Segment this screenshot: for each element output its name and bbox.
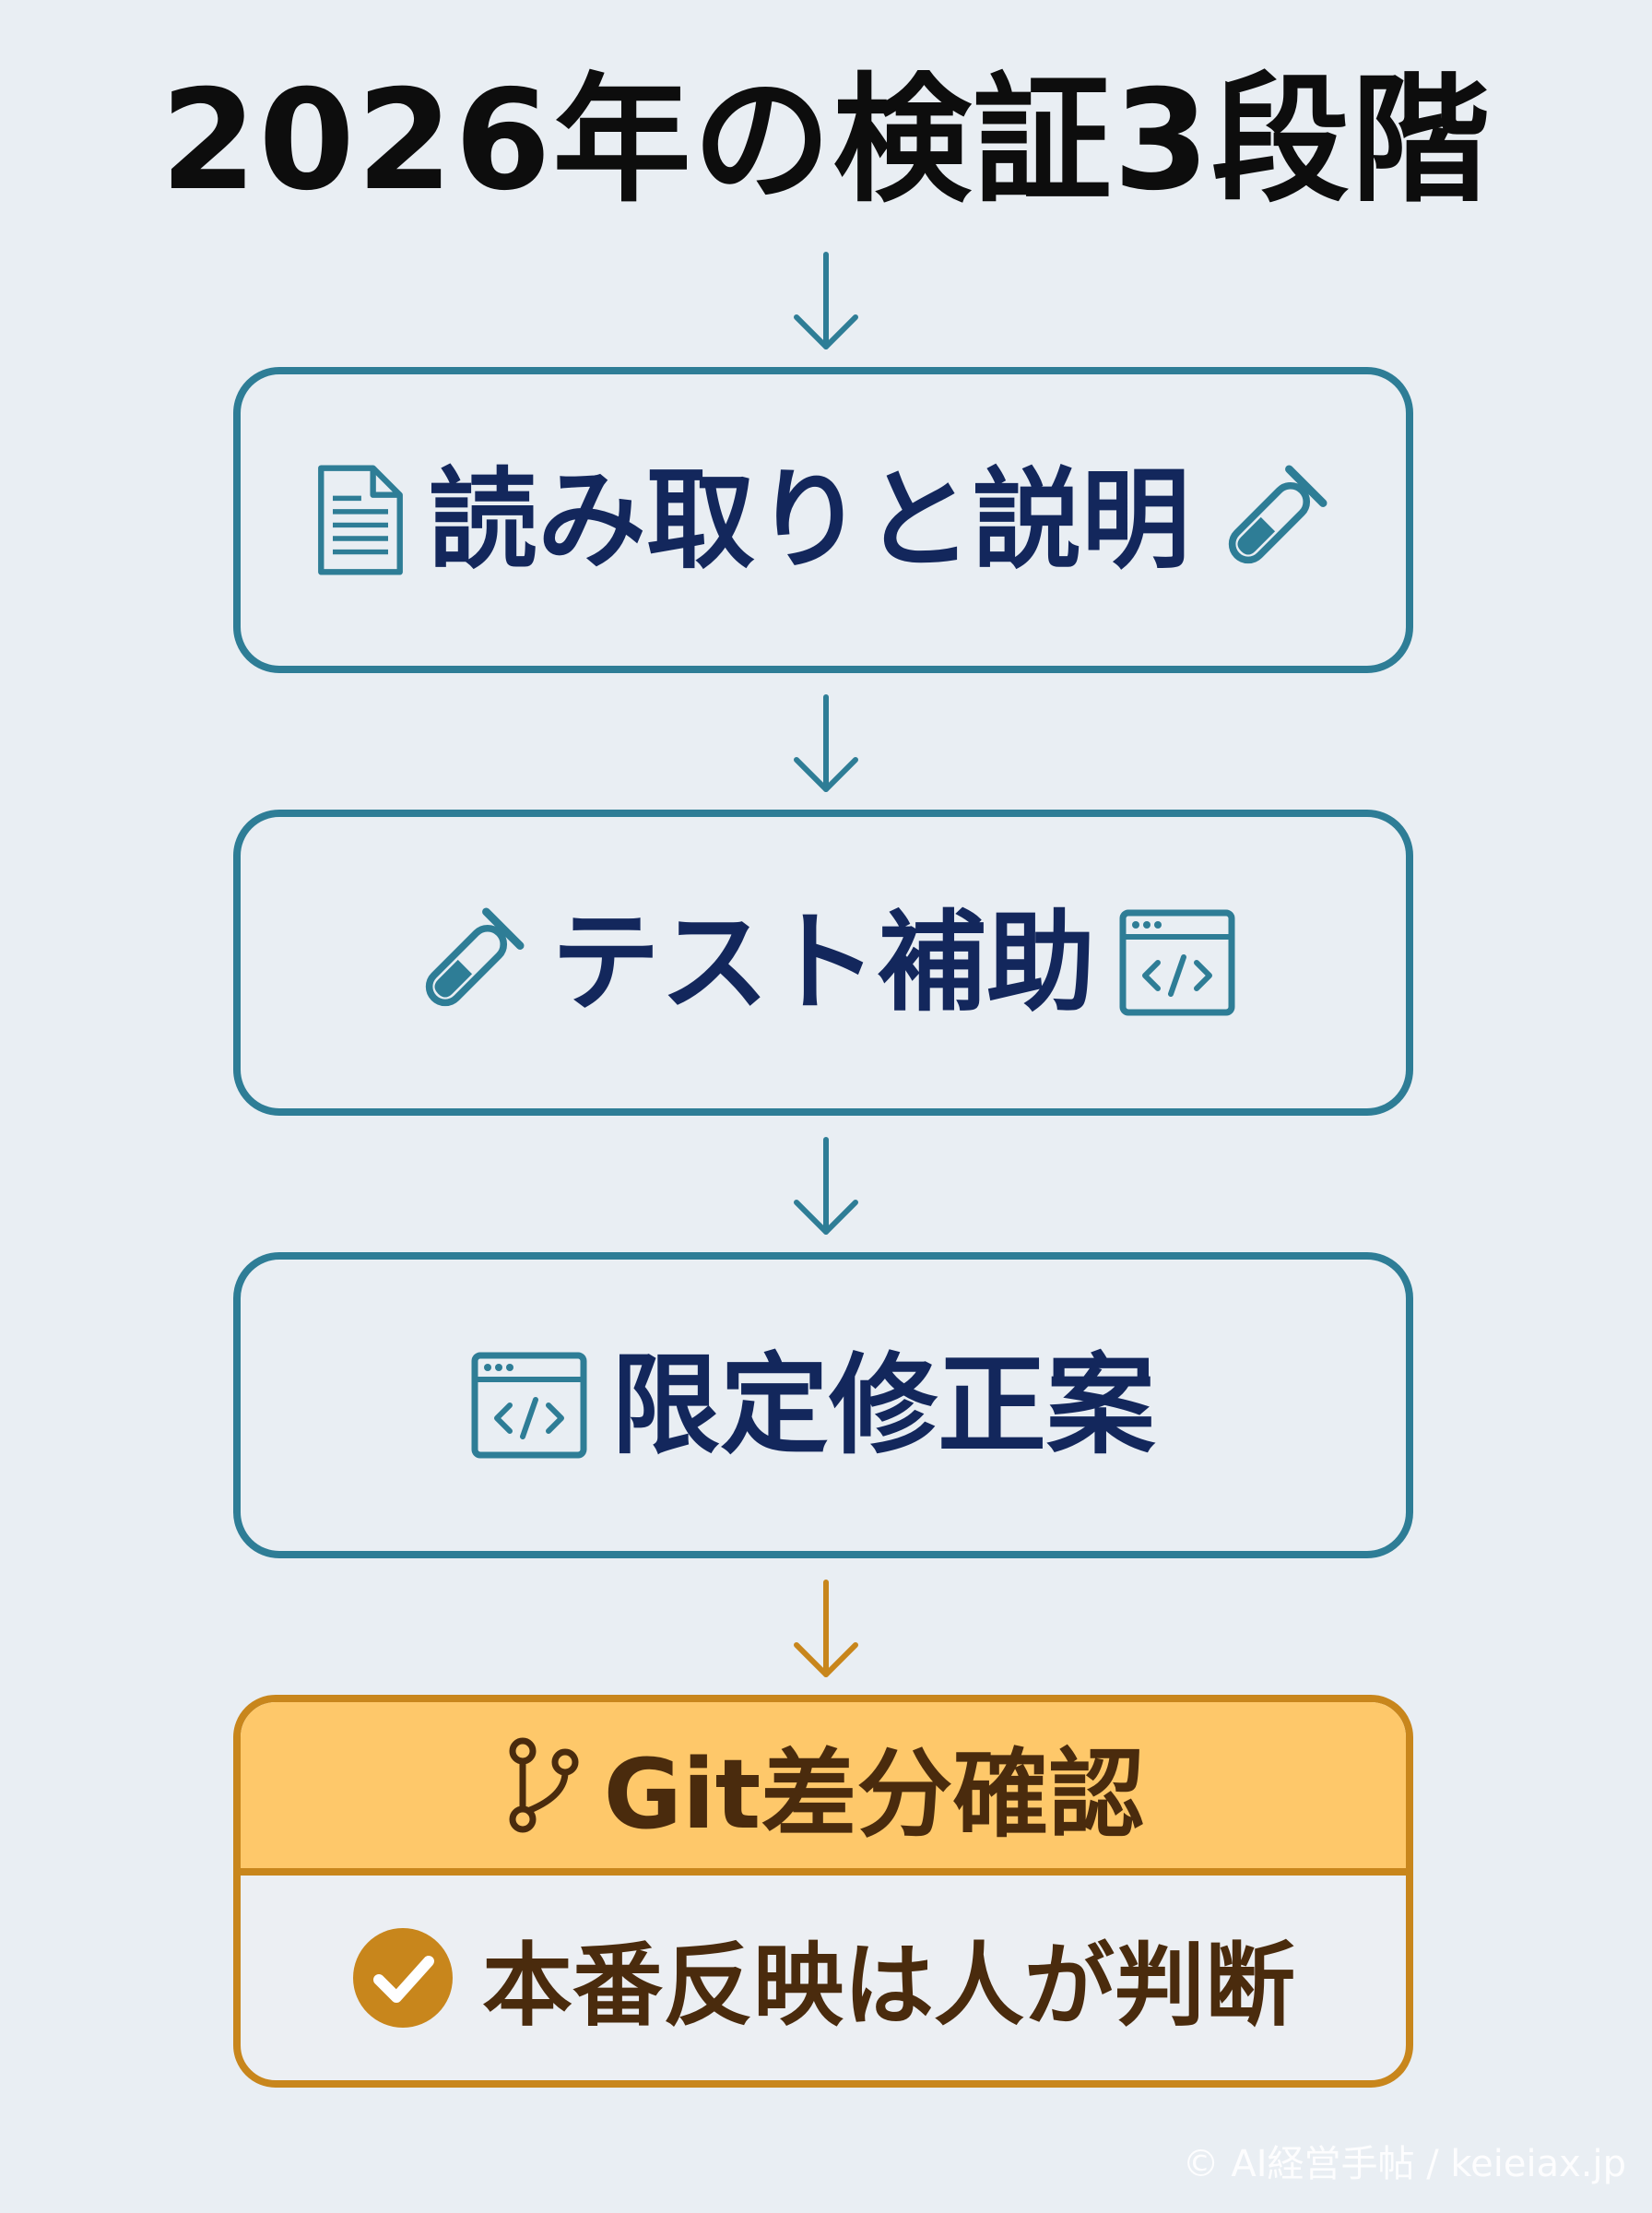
- test-tube-icon: [409, 903, 529, 1023]
- code-window-icon: [1117, 907, 1237, 1018]
- arrow-down-icon: [789, 251, 863, 354]
- human-decision-label: 本番反映は人が判断: [481, 1934, 1295, 2039]
- copyright-credit: © AI経営手帖 / keieiax.jp: [1182, 2143, 1626, 2185]
- step-box-read: 読み取りと説明: [233, 367, 1413, 673]
- human-decision-row: 本番反映は人が判断: [241, 1876, 1406, 2080]
- arrow-down-icon: [789, 693, 863, 797]
- git-diff-label: Git差分確認: [603, 1737, 1145, 1851]
- document-icon: [314, 460, 407, 580]
- step-label-test: テスト補助: [550, 899, 1095, 1026]
- step-label-read: 読み取りと説明: [428, 456, 1190, 584]
- step-box-test: テスト補助: [233, 810, 1413, 1116]
- git-diff-header: Git差分確認: [241, 1702, 1406, 1876]
- step-box-fix: 限定修正案: [233, 1252, 1413, 1558]
- code-window-icon: [469, 1350, 589, 1461]
- git-branch-icon: [509, 1737, 579, 1833]
- final-box: Git差分確認 本番反映は人が判断: [233, 1695, 1413, 2088]
- page-title: 2026年の検証3段階: [160, 61, 1492, 221]
- check-circle-icon: [352, 1928, 453, 2028]
- test-tube-icon: [1212, 460, 1332, 580]
- step-label-fix: 限定修正案: [610, 1342, 1155, 1469]
- arrow-down-icon: [789, 1579, 863, 1682]
- arrow-down-icon: [789, 1136, 863, 1239]
